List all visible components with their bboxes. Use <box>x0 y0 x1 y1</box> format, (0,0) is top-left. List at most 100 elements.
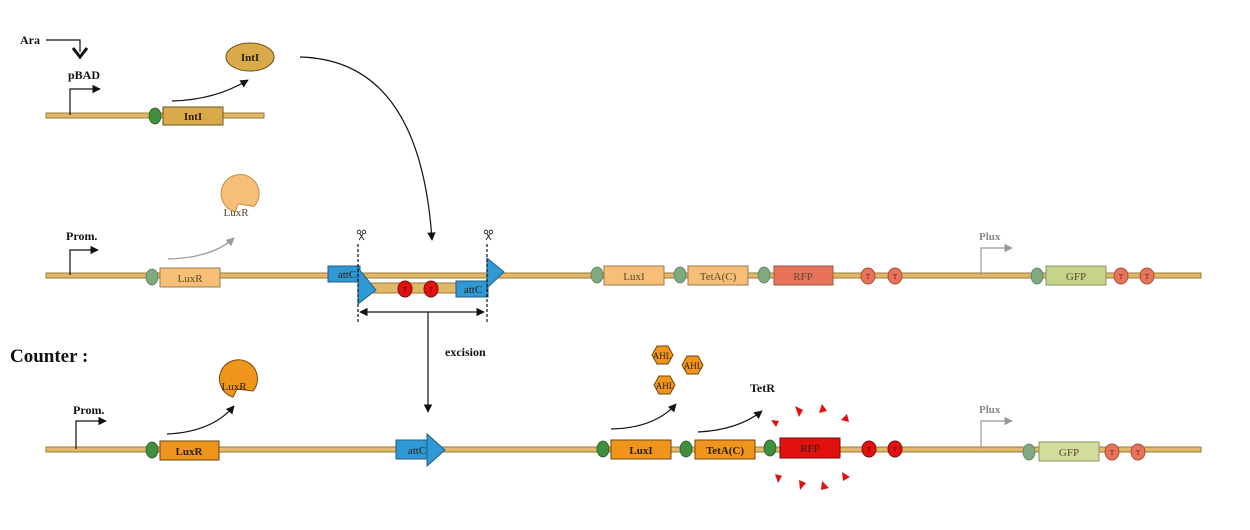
prom-promoter-arrow-icon <box>69 245 99 275</box>
teta-gene-box <box>694 439 756 460</box>
rfp-gene-label: RFP <box>800 443 820 455</box>
rfp-gene-box <box>773 265 834 286</box>
attc-right-arrow <box>486 256 505 290</box>
term-a-label-3: T <box>867 446 872 454</box>
prom-label-3: Prom. <box>73 403 104 417</box>
ahl-1-label: AHL <box>653 351 672 361</box>
term-d-label: T <box>893 273 898 281</box>
gfp-gene-label: GFP <box>1059 447 1079 459</box>
terminator-icon <box>861 440 877 458</box>
ahl-2-label: AHL <box>684 361 703 371</box>
ahl-molecule: AHL <box>681 355 704 375</box>
luxr-gene-box <box>159 267 221 288</box>
teta-expression-arrow <box>697 410 763 433</box>
gfp-gene-label: GFP <box>1066 271 1086 283</box>
attc-left-label: attC <box>338 269 356 281</box>
terminator-icon <box>887 440 903 458</box>
rfp-glow-rays <box>771 404 850 490</box>
pbad-label: pBAD <box>68 68 100 82</box>
term-b-label-3: T <box>893 446 898 454</box>
attc-right-label: attC <box>464 284 482 296</box>
terminator-icon <box>1130 443 1146 461</box>
rbs-icon <box>763 439 777 457</box>
inti-expression-arrow <box>171 79 249 102</box>
teta-gene-label: TetA(C) <box>706 445 744 457</box>
ahl-3-label: AHL <box>656 381 675 391</box>
term-b-label: T <box>429 286 434 294</box>
luxr-protein-faded <box>220 174 260 213</box>
terminator-icon <box>1113 267 1129 285</box>
rbs-icon <box>148 107 162 125</box>
ahl-molecule: AHL <box>653 375 676 395</box>
luxi-expression-arrow <box>610 403 677 430</box>
construct-counter: Counter : Prom. LuxR LuxR attC LuxI AHL … <box>10 345 1202 490</box>
inti-gene-box <box>162 106 224 126</box>
terminator-icon <box>860 267 876 285</box>
luxr-protein <box>218 359 258 398</box>
luxr-expression-arrow <box>166 405 235 435</box>
rbs-icon <box>145 441 159 459</box>
gfp-gene-box <box>1038 441 1100 462</box>
term-e-label: T <box>1119 273 1124 281</box>
rfp-gene-label: RFP <box>793 271 813 283</box>
terminator-icon <box>1139 267 1155 285</box>
term-a-label: T <box>403 286 408 294</box>
prom-label-2: Prom. <box>66 229 97 243</box>
rbs-icon <box>1030 267 1044 285</box>
luxi-gene-box <box>610 439 672 460</box>
rbs-icon <box>757 266 771 284</box>
rbs-icon <box>673 266 687 284</box>
rbs-icon <box>590 266 604 284</box>
ahl-molecule: AHL <box>651 345 674 365</box>
plux-label-3: Plux <box>979 404 1001 416</box>
inti-gene-label: IntI <box>184 111 202 123</box>
term-c-label: T <box>866 273 871 281</box>
attc-right-box <box>455 280 489 298</box>
terminator-icon <box>397 280 413 298</box>
luxr-gene-label: LuxR <box>176 446 204 458</box>
inti-protein-label: IntI <box>241 52 259 64</box>
gfp-gene-box <box>1045 265 1107 286</box>
plux-promoter-arrow-icon <box>980 416 1013 449</box>
excision-annotation: excision <box>359 307 486 413</box>
teta-gene-label: TetA(C) <box>700 271 737 283</box>
luxi-gene-box <box>603 265 665 286</box>
counter-title: Counter : <box>10 346 88 367</box>
rbs-icon <box>1022 443 1036 461</box>
attc-arrow <box>426 432 446 468</box>
rbs-icon <box>145 268 159 286</box>
scissors-icon <box>356 229 367 241</box>
rfp-gene-box <box>779 437 841 459</box>
construct-pbad-inti: Ara pBAD IntI IntI <box>20 33 436 241</box>
ara-induction-line <box>46 39 81 52</box>
ara-label: Ara <box>20 33 40 47</box>
ara-induction-arrow-icon <box>71 47 89 60</box>
term-d-label-3: T <box>1136 449 1141 457</box>
attc-label: attC <box>408 445 426 457</box>
luxr-gene-box <box>159 440 220 461</box>
luxi-gene-label: LuxI <box>629 445 652 457</box>
tetr-label: TetR <box>750 381 775 395</box>
inti-to-excision-arrow <box>299 56 436 241</box>
prom-promoter-arrow-icon <box>75 416 107 449</box>
luxr-expression-arrow <box>167 237 235 260</box>
terminator-icon <box>887 267 903 285</box>
pbad-promoter-arrow-icon <box>69 84 101 115</box>
rbs-icon <box>596 440 610 458</box>
teta-gene-box <box>687 265 749 286</box>
terminator-icon <box>423 280 439 298</box>
plux-promoter-arrow-icon <box>980 243 1013 275</box>
inti-protein <box>225 42 275 72</box>
excision-label: excision <box>445 345 486 359</box>
term-c-label-3: T <box>1110 449 1115 457</box>
luxr-protein-label: LuxR <box>223 207 249 219</box>
term-f-label: T <box>1145 273 1150 281</box>
rbs-icon <box>679 440 693 458</box>
plux-label-2: Plux <box>979 231 1001 243</box>
terminator-icon <box>1104 443 1120 461</box>
construct-original: Prom. LuxR LuxR attC T T attC <box>45 174 1202 322</box>
luxr-protein-label: LuxR <box>221 381 247 393</box>
scissors-icon <box>483 229 494 241</box>
luxi-gene-label: LuxI <box>623 271 645 283</box>
